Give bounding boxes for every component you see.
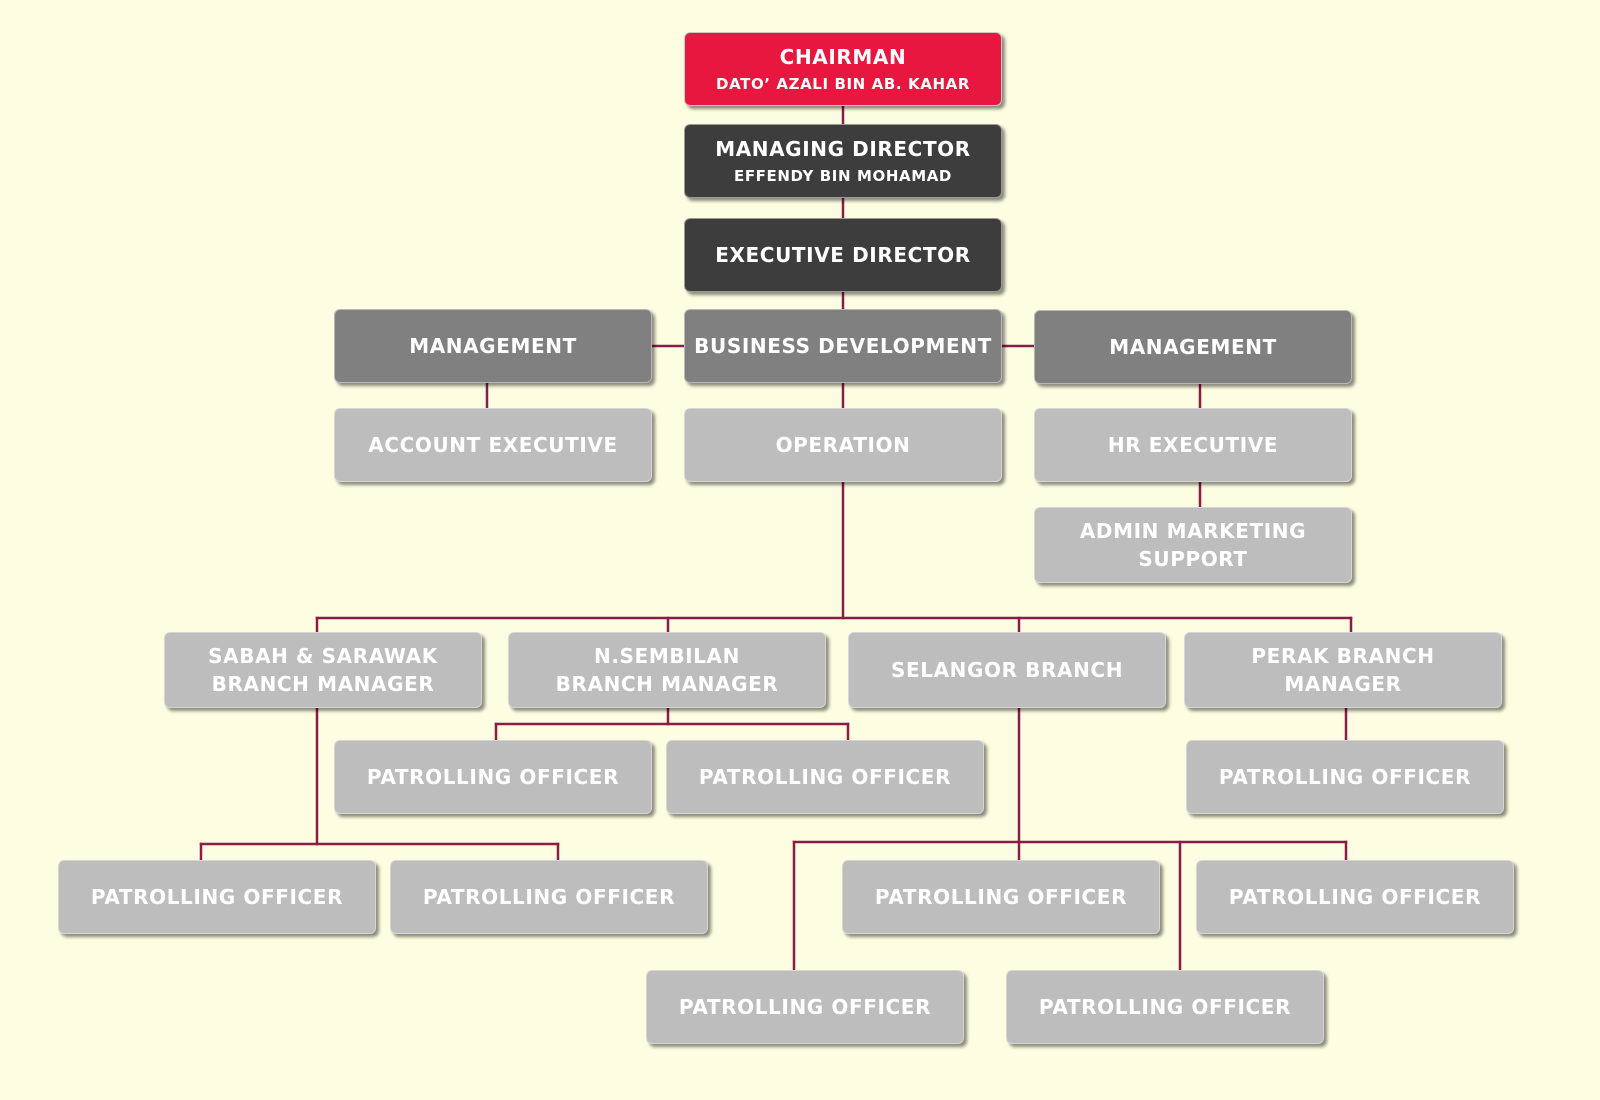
executive-director-title: EXECUTIVE DIRECTOR [715,243,971,267]
operation-title: OPERATION [775,433,911,457]
patrolling-officer-box: PATROLLING OFFICER [1186,740,1504,814]
management-right-title: MANAGEMENT [1109,335,1277,359]
perak-branch-box: PERAK BRANCH MANAGER [1184,632,1502,708]
patrolling-officer-title: PATROLLING OFFICER [90,885,344,909]
account-executive-box: ACCOUNT EXECUTIVE [334,408,652,482]
chairman-box: CHAIRMAN DATO’ AZALI BIN AB. KAHAR [684,32,1002,106]
patrolling-officer-box: PATROLLING OFFICER [1006,970,1324,1044]
patrolling-officer-title: PATROLLING OFFICER [366,765,620,789]
managing-director-name: EFFENDY BIN MOHAMAD [733,167,952,185]
executive-director-box: EXECUTIVE DIRECTOR [684,218,1002,292]
patrolling-officer-box: PATROLLING OFFICER [334,740,652,814]
patrolling-officer-box: PATROLLING OFFICER [666,740,984,814]
sabah-sarawak-branch-title: SABAH & SARAWAK BRANCH MANAGER [208,644,438,696]
sabah-sarawak-branch-box: SABAH & SARAWAK BRANCH MANAGER [164,632,482,708]
patrolling-officer-title: PATROLLING OFFICER [1218,765,1472,789]
patrolling-officer-box: PATROLLING OFFICER [842,860,1160,934]
patrolling-officer-box: PATROLLING OFFICER [646,970,964,1044]
perak-branch-title: PERAK BRANCH MANAGER [1251,644,1435,696]
hr-executive-box: HR EXECUTIVE [1034,408,1352,482]
patrolling-officer-box: PATROLLING OFFICER [58,860,376,934]
operation-box: OPERATION [684,408,1002,482]
patrolling-officer-title: PATROLLING OFFICER [698,765,952,789]
patrolling-officer-title: PATROLLING OFFICER [1038,995,1292,1019]
patrolling-officer-title: PATROLLING OFFICER [422,885,676,909]
managing-director-title: MANAGING DIRECTOR [715,137,971,161]
patrolling-officer-title: PATROLLING OFFICER [678,995,932,1019]
chairman-title: CHAIRMAN [779,45,907,69]
nsembilan-branch-box: N.SEMBILAN BRANCH MANAGER [508,632,826,708]
admin-marketing-support-title: ADMIN MARKETING SUPPORT [1079,519,1307,571]
selangor-branch-box: SELANGOR BRANCH [848,632,1166,708]
patrolling-officer-title: PATROLLING OFFICER [1228,885,1482,909]
managing-director-box: MANAGING DIRECTOR EFFENDY BIN MOHAMAD [684,124,1002,198]
account-executive-title: ACCOUNT EXECUTIVE [368,433,618,457]
business-development-title: BUSINESS DEVELOPMENT [694,334,992,358]
patrolling-officer-title: PATROLLING OFFICER [874,885,1128,909]
patrolling-officer-box: PATROLLING OFFICER [390,860,708,934]
patrolling-officer-box: PATROLLING OFFICER [1196,860,1514,934]
management-left-title: MANAGEMENT [409,334,577,358]
management-left-box: MANAGEMENT [334,309,652,383]
admin-marketing-support-box: ADMIN MARKETING SUPPORT [1034,507,1352,583]
chairman-name: DATO’ AZALI BIN AB. KAHAR [716,75,970,93]
management-right-box: MANAGEMENT [1034,310,1352,384]
selangor-branch-title: SELANGOR BRANCH [890,658,1124,682]
nsembilan-branch-title: N.SEMBILAN BRANCH MANAGER [555,644,779,696]
hr-executive-title: HR EXECUTIVE [1107,433,1279,457]
business-development-box: BUSINESS DEVELOPMENT [684,309,1002,383]
